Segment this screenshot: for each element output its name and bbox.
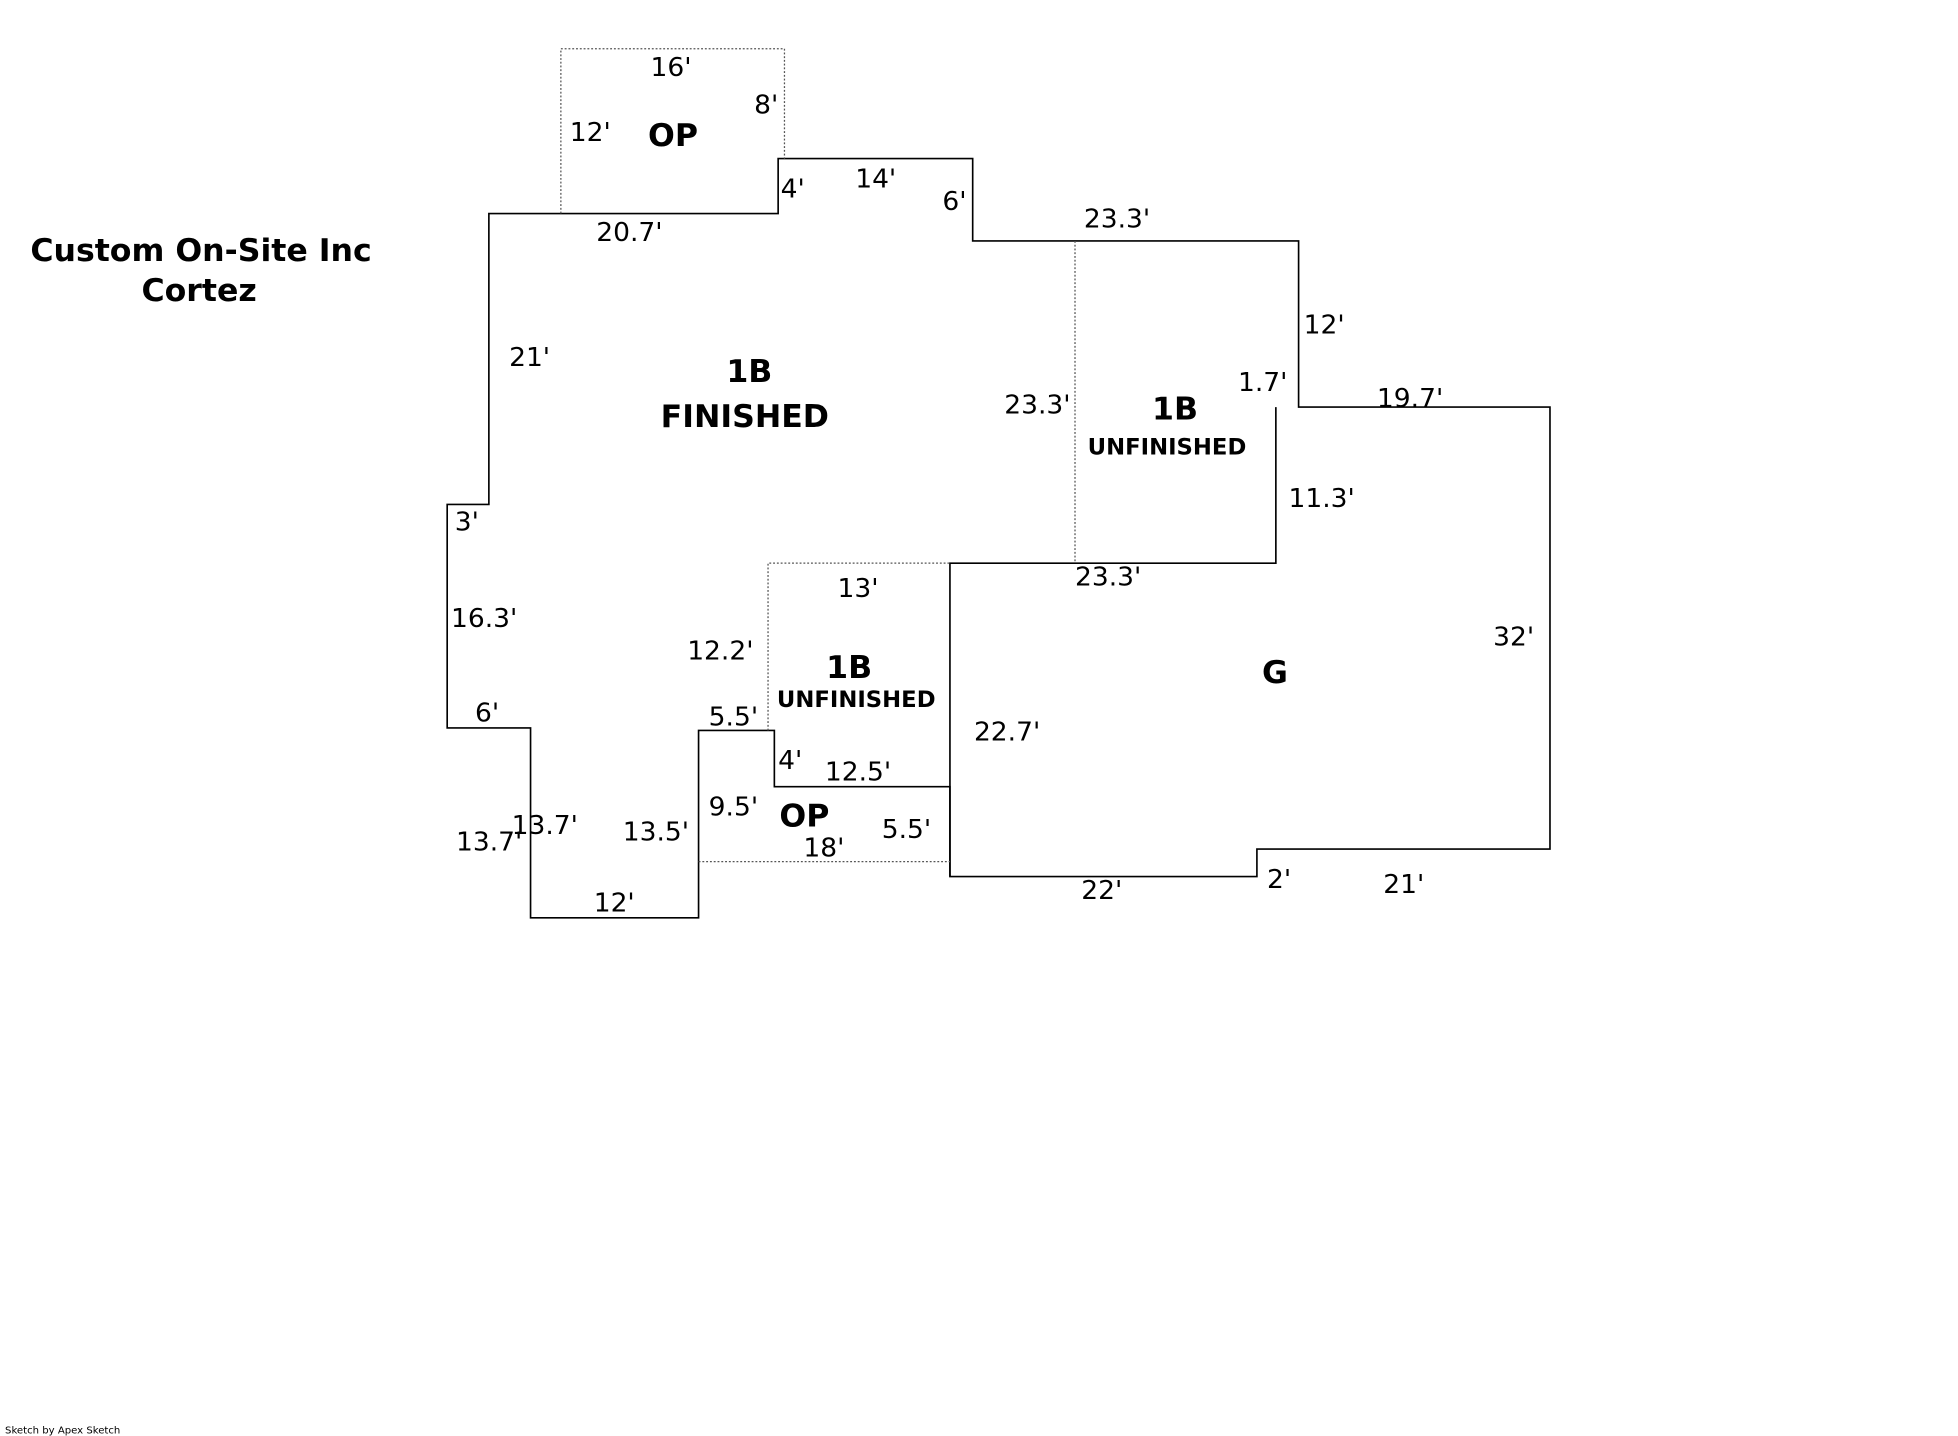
dim-label: 23.3'	[1004, 390, 1070, 420]
building-outline	[446, 157, 1551, 919]
footer-credit: Sketch by Apex Sketch	[5, 1426, 120, 1436]
dim-label: 23.3'	[1084, 204, 1150, 234]
dim-label: 14'	[855, 164, 896, 194]
area-op-bottom: OP	[779, 799, 829, 835]
dim-label: 4'	[778, 746, 802, 776]
dim-label: 19.7'	[1377, 384, 1443, 414]
dim-label: 5.5'	[709, 703, 758, 733]
garage-wall	[949, 407, 1277, 877]
dim-label: 32'	[1493, 623, 1534, 653]
dim-label: 8'	[754, 91, 778, 121]
dim-label: 21'	[509, 343, 550, 373]
area-unfinished-right-label: UNFINISHED	[1088, 435, 1247, 461]
dim-label: 6'	[942, 187, 966, 217]
dim-label: 16.3'	[451, 604, 517, 634]
dim-label: 12'	[594, 889, 635, 919]
dim-label: 22'	[1081, 876, 1122, 906]
dim-label: 1.7'	[1238, 368, 1287, 398]
area-finished-code: 1B	[726, 354, 772, 390]
area-garage: G	[1262, 655, 1288, 691]
company-location: Cortez	[141, 273, 256, 309]
dim-label: 22.7'	[974, 718, 1040, 748]
dim-label: 11.3'	[1288, 484, 1354, 514]
dim-label: 18'	[803, 834, 844, 864]
dim-label: 12'	[1304, 311, 1345, 341]
area-unfinished-mid-code: 1B	[826, 650, 872, 686]
dim-label: 4'	[781, 174, 805, 204]
dim-label: 2'	[1267, 865, 1291, 895]
dim-label: 5.5'	[882, 815, 931, 845]
dim-label: 13.7'	[456, 827, 522, 857]
dim-label: 12.5'	[825, 758, 891, 788]
dim-label: 12.2'	[687, 636, 753, 666]
company-name: Custom On-Site Inc	[30, 233, 371, 269]
op-top-outline	[560, 48, 786, 214]
dim-label: 23.3'	[1075, 563, 1141, 593]
dim-label: 13'	[838, 574, 879, 604]
area-finished-label: FINISHED	[661, 399, 829, 435]
dim-label: 12'	[570, 118, 611, 148]
dim-label: 16'	[651, 53, 692, 83]
dim-label: 21'	[1383, 870, 1424, 900]
area-unfinished-mid-label: UNFINISHED	[777, 687, 936, 713]
area-op-top: OP	[648, 118, 698, 154]
dim-label: 20.7'	[596, 218, 662, 248]
area-unfinished-right-code: 1B	[1152, 392, 1198, 428]
dim-label: 6'	[475, 699, 499, 729]
dim-label: 9.5'	[709, 793, 758, 823]
dim-label: 3'	[455, 508, 479, 538]
dim-label: 13.5'	[623, 818, 689, 848]
dim-label: 13.7'	[512, 811, 578, 841]
dimension-labels: 16' 8' 12' 4' 14' 6' 20.7' 23.3' 12' 21'…	[451, 53, 1534, 918]
